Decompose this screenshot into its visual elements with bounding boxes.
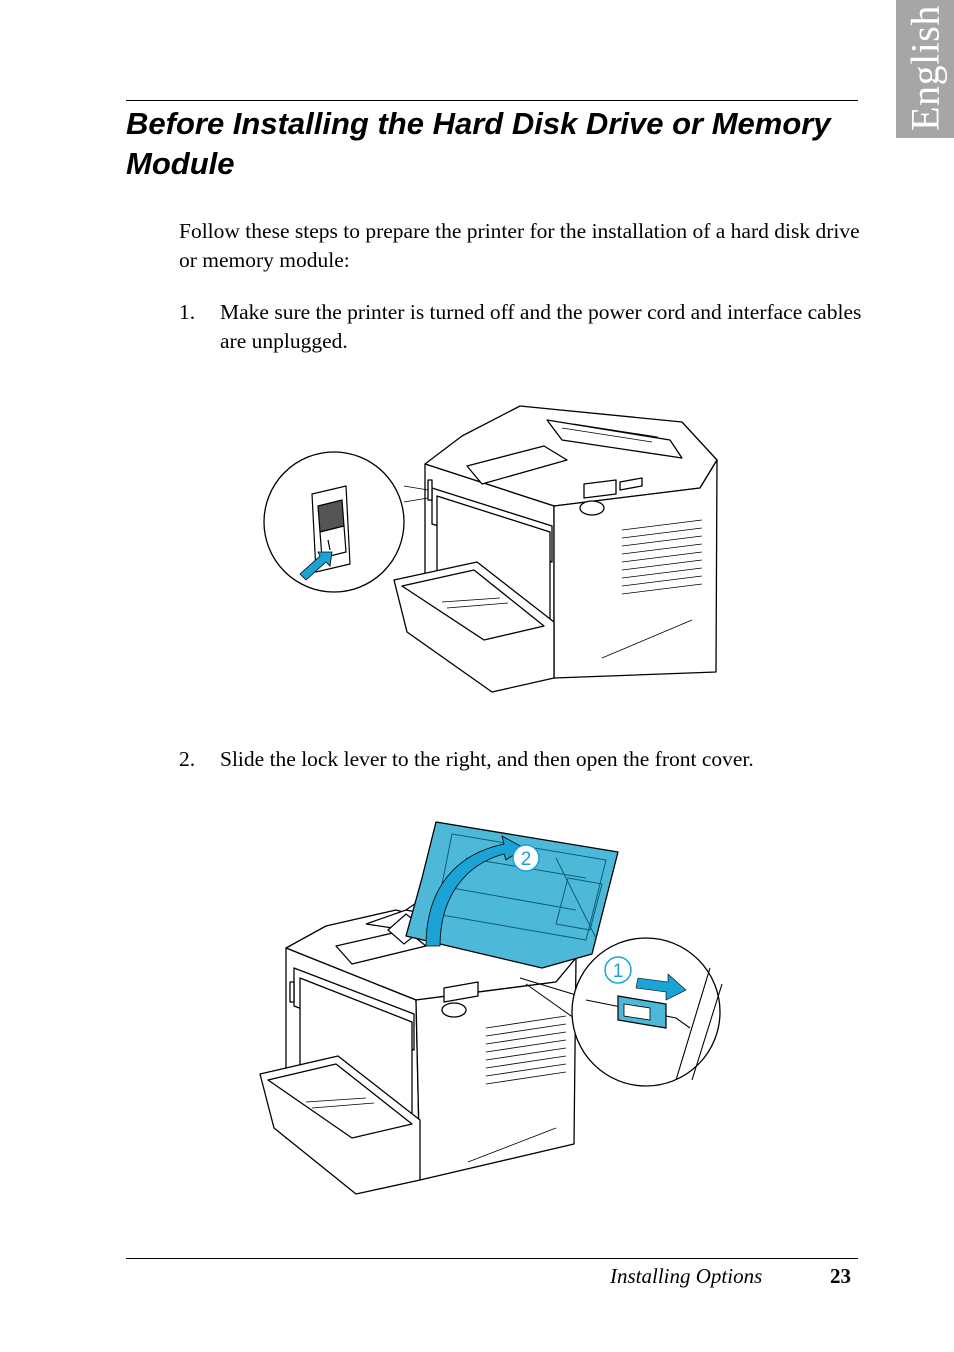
page-number: 23	[830, 1264, 851, 1288]
language-tab: English	[896, 0, 954, 138]
header-rule	[126, 100, 858, 101]
language-tab-label: English	[902, 5, 948, 131]
callout-2: 2	[521, 849, 532, 870]
step-1-number: 1.	[179, 300, 196, 324]
footer-section-title: Installing Options	[610, 1264, 763, 1288]
callout-1: 1	[613, 961, 624, 982]
step-1-text: Make sure the printer is turned off and …	[220, 300, 862, 353]
section-title: Before Installing the Hard Disk Drive or…	[126, 106, 831, 181]
step-2-text: Slide the lock lever to the right, and t…	[220, 747, 754, 771]
footer-rule	[126, 1258, 858, 1259]
step-2-number: 2.	[179, 747, 196, 771]
intro-paragraph: Follow these steps to prepare the printe…	[179, 219, 860, 272]
front-cover-open-illustration: 2 1	[259, 821, 723, 1195]
printer-power-switch-illustration	[263, 405, 718, 693]
